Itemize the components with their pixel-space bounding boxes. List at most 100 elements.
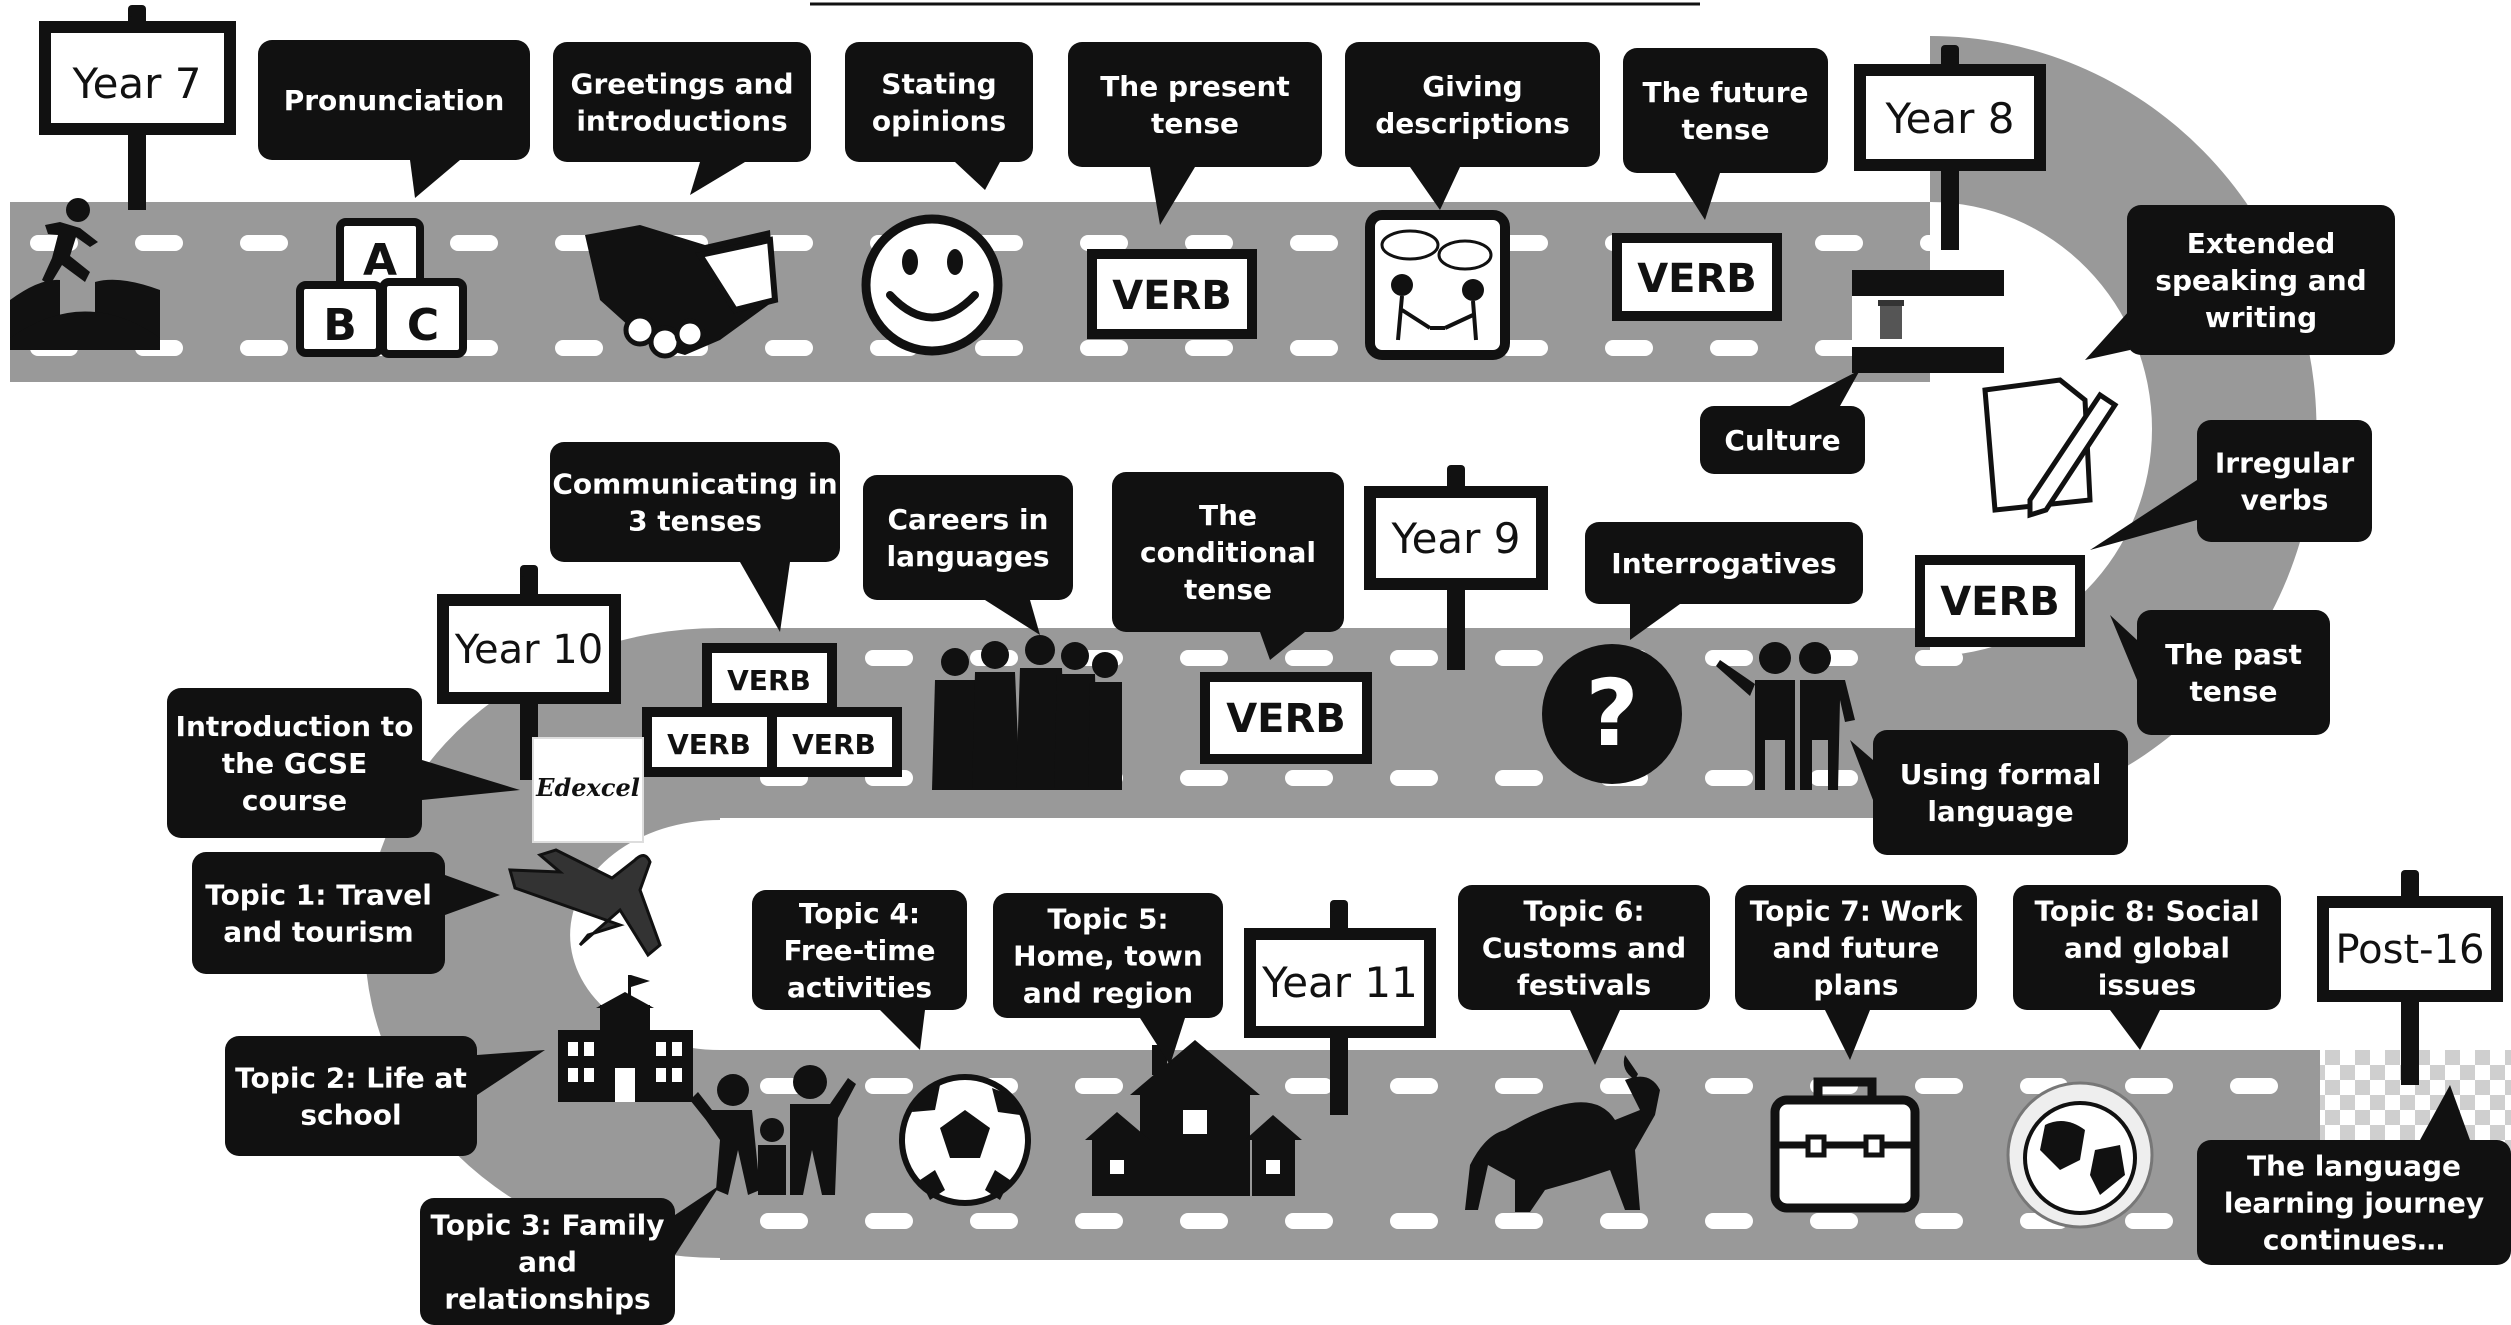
bubble-text: Free-time [784,934,936,967]
bubble-text: issues [2098,969,2197,1002]
lane-dash [865,1078,913,1094]
bubble-text: Careers in [888,503,1049,536]
bubble-text: Extended [2187,227,2336,260]
bubble-text: the GCSE [222,747,367,780]
bubble-present-tense: The present tense [1068,42,1322,225]
bubble-text: plans [1813,969,1898,1002]
bubble-text: The future [1642,76,1808,109]
bubble-box [2197,1140,2511,1265]
lane-dash [1390,1078,1438,1094]
bubble-box [1735,885,1977,1010]
bubble-text: 3 tenses [628,505,762,538]
bubble-text: and global [2064,932,2230,965]
bubble-box [192,852,445,974]
bubble-text: language [1927,795,2073,828]
lane-dash [1500,235,1548,251]
bubble-tail [675,1185,720,1255]
bubble-box [1345,42,1600,167]
bubble-text: relationships [444,1283,650,1316]
verb-label: VERB [727,664,811,697]
alphabet-blocks-icon: A B C [296,218,467,358]
houses-icon [1085,1040,1302,1196]
lane-dash [1710,340,1758,356]
bubble-tail [2090,480,2197,550]
smiley-face-icon [861,214,1003,356]
bubble-box [1623,48,1828,173]
runner-start-icon [10,198,160,350]
bubble-tail [1825,1010,1870,1060]
bubble-text: languages [887,540,1050,573]
bubble-tail [880,1010,925,1050]
sign-label: Year 11 [1261,958,1418,1007]
bubble-text: Culture [1724,424,1840,457]
lane-dash [1705,1213,1753,1229]
lane-dash [1285,1078,1333,1094]
bubble-text: tense [1151,107,1239,140]
lane-dash [1285,770,1333,786]
lane-dash [1390,650,1438,666]
bubble-box [1585,522,1863,604]
lane-dash [1180,770,1228,786]
bubble-box [225,1036,477,1156]
bubble-text: and future [1773,932,1940,965]
bubble-box [863,475,1073,600]
bubble-text: Topic 2: Life at [235,1062,467,1095]
bubble-tail [2110,1010,2160,1050]
bubble-box [845,42,1033,162]
bubble-tail [1410,167,1460,210]
sign-year7: Year 7 [39,5,236,210]
globe-icon [2006,1081,2154,1229]
verb-irregular-icon: VERB [1915,555,2085,647]
question-mark-icon: ? [1542,644,1682,784]
business-people-icon [932,635,1122,790]
lane-dash [1290,340,1338,356]
lane-dash [975,340,1023,356]
bubble-text: continues… [2263,1224,2445,1257]
bubble-text: tense [1184,573,1272,606]
lane-dash [865,1213,913,1229]
bubble-text: course [242,784,347,817]
question-glyph: ? [1585,660,1638,767]
bubble-text: verbs [2241,484,2329,517]
lane-dash [1915,1213,1963,1229]
bubble-tail [1150,167,1195,225]
bubble-box [550,442,840,562]
lane-dash [2125,1213,2173,1229]
bubble-text: Topic 7: Work [1750,895,1964,928]
bubble-box [167,688,422,838]
verb-label: VERB [1226,696,1346,742]
bubble-text: tense [1682,113,1770,146]
bubble-text: Pronunciation [284,84,505,117]
paper-pencil-icon [1982,377,2119,519]
bubble-tail [422,760,520,800]
school-building-icon [558,975,693,1102]
block-letter: B [323,300,357,351]
lane-dash [765,340,813,356]
lane-dash [450,235,498,251]
verb-conditional-icon: VERB [1200,672,1372,764]
bubble-text: The present [1100,70,1290,103]
bubble-careers: Careers in languages [863,475,1073,635]
edexcel-logo: Edexcel [532,737,644,843]
edexcel-wordmark: Edexcel [535,773,640,802]
sign-label: Year 7 [72,59,202,108]
lane-dash [1080,340,1128,356]
bubble-box [2137,610,2330,735]
lane-dash [555,340,603,356]
sign-label: Year 8 [1885,94,2015,143]
bubble-text: opinions [872,105,1006,138]
spain-flag-icon [1852,270,2004,373]
bubble-tail [1140,1018,1185,1065]
family-icon [690,1065,856,1195]
lane-dash [1495,1078,1543,1094]
bubble-tail [1570,1010,1620,1065]
